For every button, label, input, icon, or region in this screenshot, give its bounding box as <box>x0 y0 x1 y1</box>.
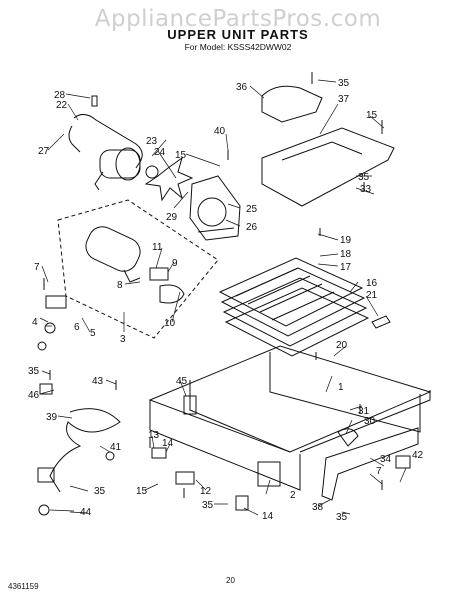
callout: 14 <box>162 438 174 449</box>
callout: 7 <box>376 466 382 477</box>
callout: 39 <box>46 412 58 423</box>
callout: 13 <box>148 430 160 441</box>
callout: 25 <box>246 204 258 215</box>
callout: 43 <box>92 376 104 387</box>
page-title: UPPER UNIT PARTS <box>167 27 309 42</box>
upper-cover <box>261 85 395 207</box>
screws <box>43 72 383 498</box>
callout: 28 <box>54 90 66 101</box>
callout-labels: 28 22 27 23 24 40 15 25 29 26 36 35 37 1… <box>28 78 424 523</box>
callout: 27 <box>38 146 50 157</box>
callout: 8 <box>117 280 123 291</box>
callout: 38 <box>312 502 324 513</box>
callout: 22 <box>56 100 68 111</box>
evaporator-coil <box>218 257 370 357</box>
callout: 12 <box>200 486 212 497</box>
callout: 15 <box>366 110 378 121</box>
page-number: 20 <box>226 576 235 585</box>
callout: 1 <box>338 382 344 393</box>
fan-motor-assembly <box>68 95 194 202</box>
callout: 2 <box>290 490 296 501</box>
callout: 24 <box>154 147 166 158</box>
small-parts <box>37 295 391 516</box>
model-line: For Model: KSSS42DWW02 <box>184 42 292 52</box>
callout: 16 <box>366 278 378 289</box>
callout: 20 <box>336 340 348 351</box>
callout: 35 <box>28 366 40 377</box>
callout: 26 <box>246 222 258 233</box>
callout: 35 <box>358 172 370 183</box>
callout: 36 <box>236 82 248 93</box>
callout: 41 <box>110 442 122 453</box>
callout: 42 <box>412 450 424 461</box>
callout: 46 <box>28 390 40 401</box>
callout: 40 <box>214 126 226 137</box>
callout: 11 <box>152 242 163 253</box>
unit-base-pan <box>148 345 432 491</box>
callout: 6 <box>74 322 80 333</box>
callout: 19 <box>340 235 352 246</box>
callout: 31 <box>358 406 370 417</box>
callout: 3 <box>120 334 126 345</box>
callout: 10 <box>164 318 176 329</box>
callout: 18 <box>340 249 352 260</box>
callout: 35 <box>94 486 106 497</box>
callout: 4 <box>32 317 38 328</box>
callout: 29 <box>166 212 178 223</box>
callout: 44 <box>80 507 92 518</box>
callout: 14 <box>262 511 274 522</box>
callout: 23 <box>146 136 158 147</box>
callout: 37 <box>338 94 350 105</box>
right-bracket <box>321 427 419 501</box>
callout: 35 <box>338 78 350 89</box>
callout: 15 <box>136 486 148 497</box>
footer-code: 4361159 <box>8 582 39 591</box>
callout: 21 <box>366 290 378 301</box>
callout: 9 <box>172 258 178 269</box>
callout: 15 <box>175 150 187 161</box>
leader-lines <box>39 79 407 516</box>
callout: 33 <box>360 184 372 195</box>
watermark: AppliancePartsPros.com <box>94 6 382 32</box>
callout: 34 <box>380 454 392 465</box>
callout: 30 <box>364 416 376 427</box>
callout: 35 <box>336 512 348 523</box>
callout: 17 <box>340 262 352 273</box>
fan-shroud <box>189 175 241 241</box>
callout: 45 <box>176 376 188 387</box>
callout: 7 <box>34 262 40 273</box>
callout: 35 <box>202 500 214 511</box>
compressor-group-box <box>57 199 219 339</box>
callout: 5 <box>90 328 96 339</box>
